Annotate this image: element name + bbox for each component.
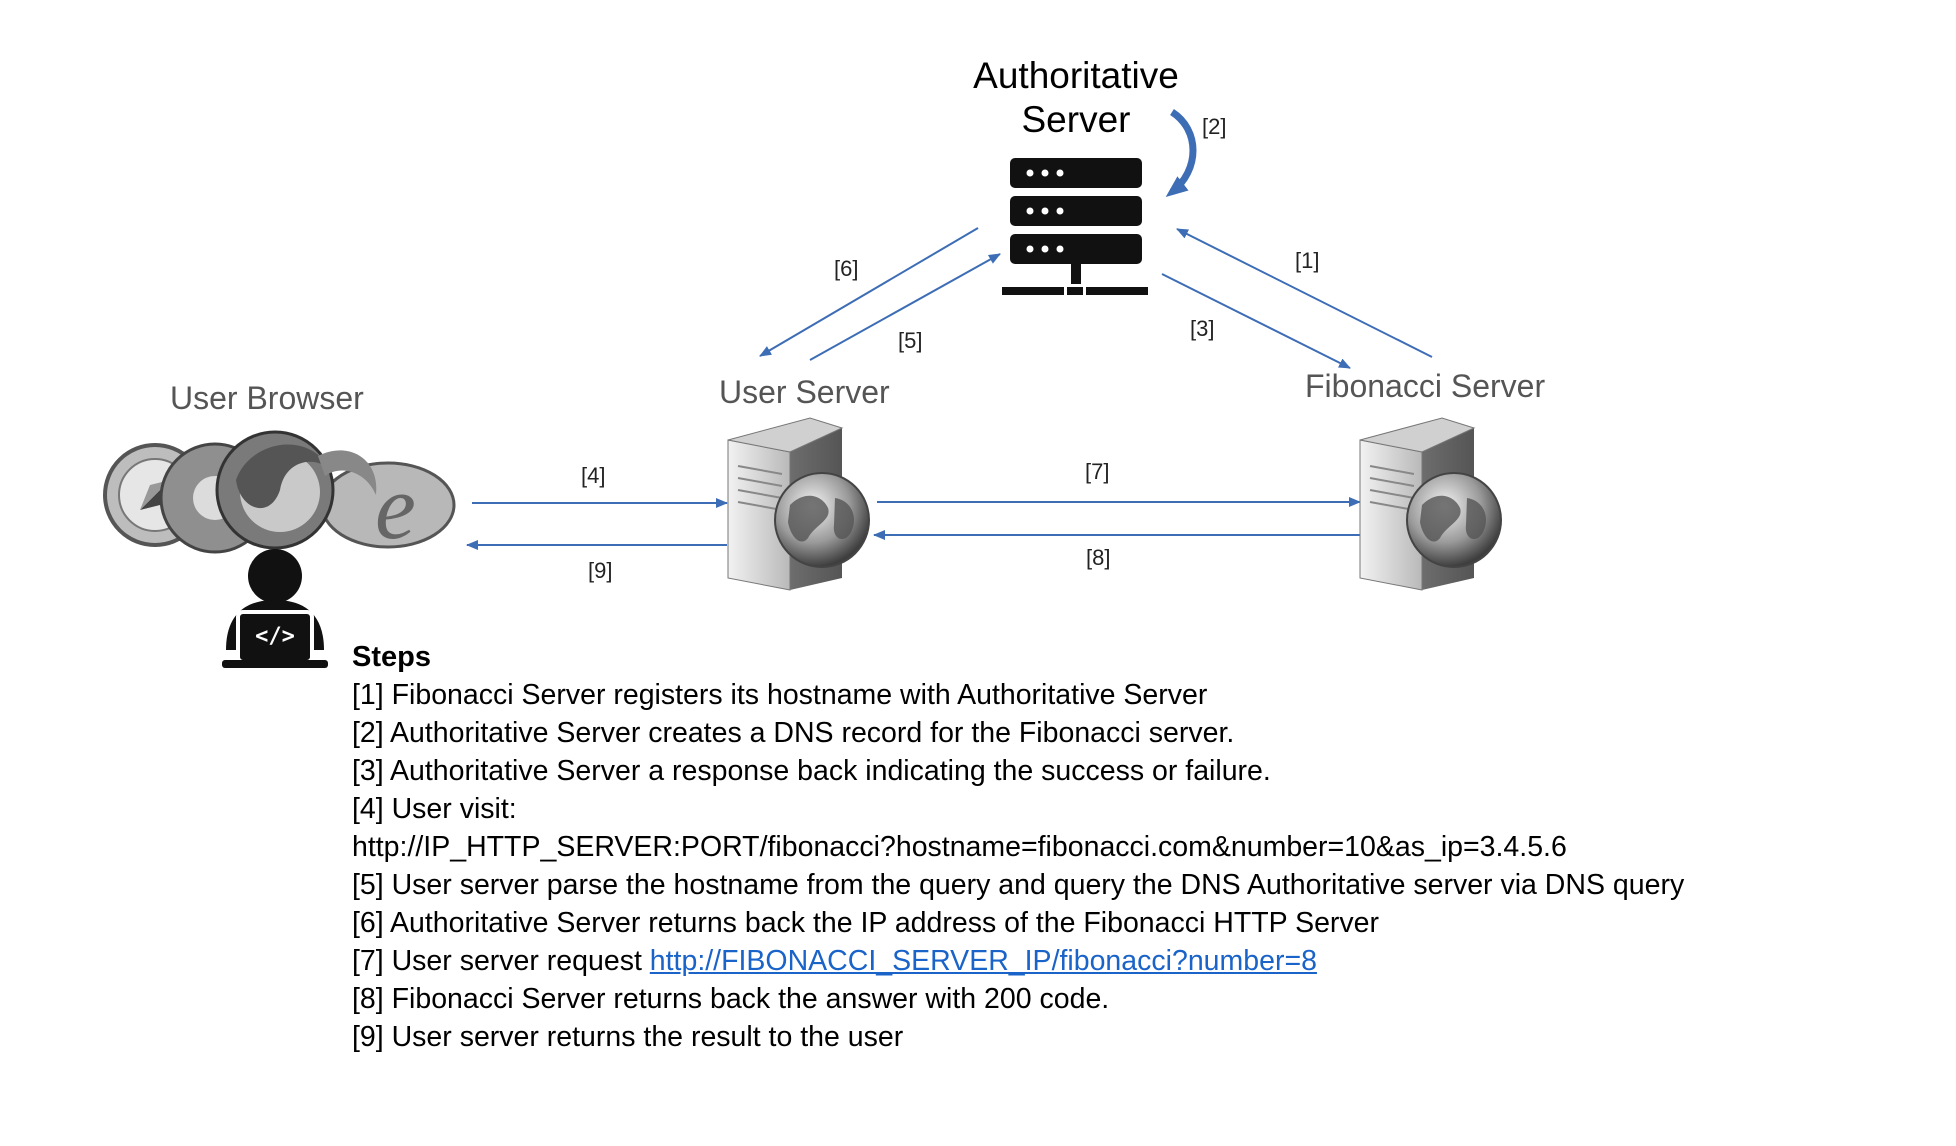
developer-person-icon bbox=[222, 549, 328, 668]
step-7-prefix: [7] User server request bbox=[352, 945, 642, 977]
arrow-3 bbox=[1161, 273, 1351, 369]
step-3: [3] Authoritative Server a response back… bbox=[352, 755, 1271, 787]
steps-heading: Steps bbox=[352, 641, 431, 673]
edge-label-6: [6] bbox=[834, 256, 859, 281]
edge-label-7: [7] bbox=[1085, 459, 1110, 484]
authoritative-server-icon bbox=[1002, 158, 1148, 295]
fibonacci-server-icon bbox=[1359, 417, 1502, 591]
user-server-label: User Server bbox=[719, 374, 890, 410]
step-9: [9] User server returns the result to th… bbox=[352, 1021, 904, 1053]
step-6: [6] Authoritative Server returns back th… bbox=[352, 907, 1380, 939]
fibonacci-server-label: Fibonacci Server bbox=[1305, 368, 1546, 404]
steps-list: Steps [1] Fibonacci Server registers its… bbox=[352, 638, 1912, 1056]
self-loop-arrow bbox=[1165, 109, 1197, 197]
svg-text:e: e bbox=[375, 456, 416, 558]
step-2: [2] Authoritative Server creates a DNS r… bbox=[352, 717, 1235, 749]
browser-logos-icon: e bbox=[103, 430, 456, 558]
step-4-url: http://IP_HTTP_SERVER:PORT/fibonacci?hos… bbox=[352, 831, 1567, 863]
arrow-5 bbox=[809, 253, 1001, 361]
authoritative-server-label-line1: Authoritative bbox=[973, 55, 1179, 96]
edge-label-1: [1] bbox=[1295, 248, 1320, 273]
authoritative-server-label-line2: Server bbox=[1021, 99, 1131, 140]
edge-label-9: [9] bbox=[588, 558, 613, 583]
step-4: [4] User visit: bbox=[352, 793, 517, 825]
step-7: [7] User server request http://FIBONACCI… bbox=[352, 942, 1912, 980]
architecture-diagram: e bbox=[103, 109, 1502, 668]
user-server-icon bbox=[727, 417, 870, 591]
arrow-1 bbox=[1176, 228, 1433, 358]
edge-label-4: [4] bbox=[581, 463, 606, 488]
step-5: [5] User server parse the hostname from … bbox=[352, 869, 1685, 901]
edge-label-8: [8] bbox=[1086, 545, 1111, 570]
step-8: [8] Fibonacci Server returns back the an… bbox=[352, 983, 1110, 1015]
edge-label-2: [2] bbox=[1202, 114, 1227, 139]
edge-label-3: [3] bbox=[1190, 316, 1215, 341]
edge-label-5: [5] bbox=[898, 328, 923, 353]
arrow-6 bbox=[759, 227, 979, 357]
step-7-link[interactable]: http://FIBONACCI_SERVER_IP/fibonacci?num… bbox=[649, 945, 1317, 977]
authoritative-server-label: Authoritative Server bbox=[926, 54, 1226, 142]
step-1: [1] Fibonacci Server registers its hostn… bbox=[352, 679, 1208, 711]
code-badge: </> bbox=[255, 624, 295, 649]
user-browser-label: User Browser bbox=[170, 380, 364, 416]
